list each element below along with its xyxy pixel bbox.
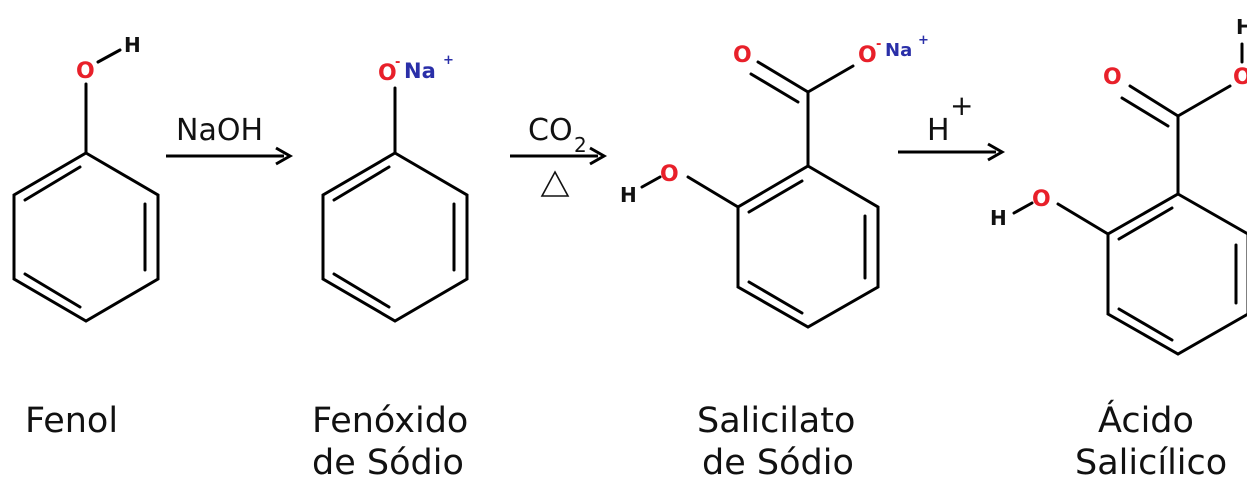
phenol-double-bond: [23, 165, 82, 202]
salicylic-o-h-bond: [1012, 201, 1034, 215]
phenoxide-minus-charge: -: [395, 55, 400, 70]
salicylic-carbonyl-oxygen: O: [1103, 65, 1122, 90]
arrow-head: [275, 146, 294, 166]
salicylic-benzene-ring: [1106, 192, 1247, 356]
phenoxide-oxygen-atom: O: [378, 61, 397, 86]
salicylate-double-bond: [747, 179, 804, 214]
reagent-h-superscript: +: [950, 89, 973, 122]
salicylate-c-o-double-bond: [749, 72, 800, 104]
salicylate-c-o-double-bond: [756, 60, 810, 94]
reaction-arrow-naoh: NaOH: [166, 113, 294, 166]
sodium-phenoxide-name-line2: de Sódio: [312, 443, 464, 480]
phenoxide-double-bond: [332, 165, 391, 202]
salicylate-double-bond: [747, 280, 804, 315]
reaction-arrow-co2: CO 2: [510, 113, 608, 197]
salicylate-benzene-ring: [736, 164, 880, 329]
salicylic-double-bond: [1117, 206, 1174, 241]
arrow-head: [987, 142, 1006, 162]
salicylic-double-bond: [1117, 307, 1174, 342]
phenol-molecule: O H: [12, 33, 160, 323]
sodium-phenoxide-name-line1: Fenóxido: [312, 401, 468, 441]
salicylate-plus-charge: +: [918, 33, 929, 48]
sodium-phenoxide-molecule: O - Na +: [321, 53, 469, 323]
salicylate-hydroxyl-oxygen: O: [660, 162, 679, 187]
sodium-salicylate-molecule: O O - Na + O H: [620, 33, 929, 329]
salicylate-c-o-bond: [686, 175, 740, 209]
salicylic-acid-molecule: O O H O H: [990, 15, 1247, 356]
salicylate-carbonyl-oxygen: O: [733, 43, 752, 68]
salicylic-c-o-double-bond: [1128, 84, 1180, 118]
salicylate-o-h-bond: [640, 175, 662, 189]
phenol-name: Fenol: [25, 401, 118, 441]
sodium-salicylate-name-line2: de Sódio: [702, 443, 854, 480]
sodium-salicylate-name-line1: Salicilato: [697, 401, 855, 441]
arrow-head: [589, 146, 608, 166]
heat-delta-symbol: [540, 170, 570, 197]
salicylic-phenol-oxygen: O: [1032, 187, 1051, 212]
salicylate-sodium-atom: Na: [885, 40, 912, 61]
phenoxide-sodium-atom: Na: [404, 59, 436, 83]
salicylic-hydroxyl-oxygen: O: [1233, 65, 1247, 90]
phenoxide-benzene-ring: [321, 151, 469, 323]
phenol-o-h-bond: [96, 48, 122, 64]
salicylic-carboxyl-hydrogen: H: [1236, 15, 1247, 39]
phenol-benzene-ring: [12, 151, 160, 323]
salicylic-c-o-double-bond: [1120, 96, 1170, 128]
phenol-hydrogen-atom: H: [124, 33, 141, 57]
reagent-naoh: NaOH: [176, 113, 263, 148]
salicylate-hydroxyl-hydrogen: H: [620, 183, 637, 207]
salicylate-minus-charge: -: [876, 37, 881, 52]
phenol-double-bond: [23, 272, 82, 309]
salicylic-phenol-hydrogen: H: [990, 206, 1007, 230]
compound-names: Fenol Fenóxido de Sódio Salicilato de Só…: [25, 399, 1227, 480]
reagent-co: CO: [528, 113, 573, 148]
reagent-h: H: [927, 113, 950, 148]
reaction-arrow-h-plus: H +: [898, 89, 1006, 162]
phenol-oxygen-atom: O: [76, 59, 95, 84]
phenoxide-plus-charge: +: [443, 53, 454, 68]
salicylic-acid-name-line1: Ácido: [1098, 399, 1194, 441]
salicylic-c-o-single-bond: [1176, 84, 1232, 118]
reagent-co-subscript: 2: [574, 133, 587, 157]
salicylate-carboxylate-oxygen: O: [858, 43, 877, 68]
salicylic-c-o-bond: [1056, 202, 1110, 236]
phenoxide-double-bond: [332, 272, 391, 309]
salicylic-acid-name-line2: Salicílico: [1075, 443, 1227, 480]
salicylate-c-o-single-bond: [806, 64, 855, 94]
